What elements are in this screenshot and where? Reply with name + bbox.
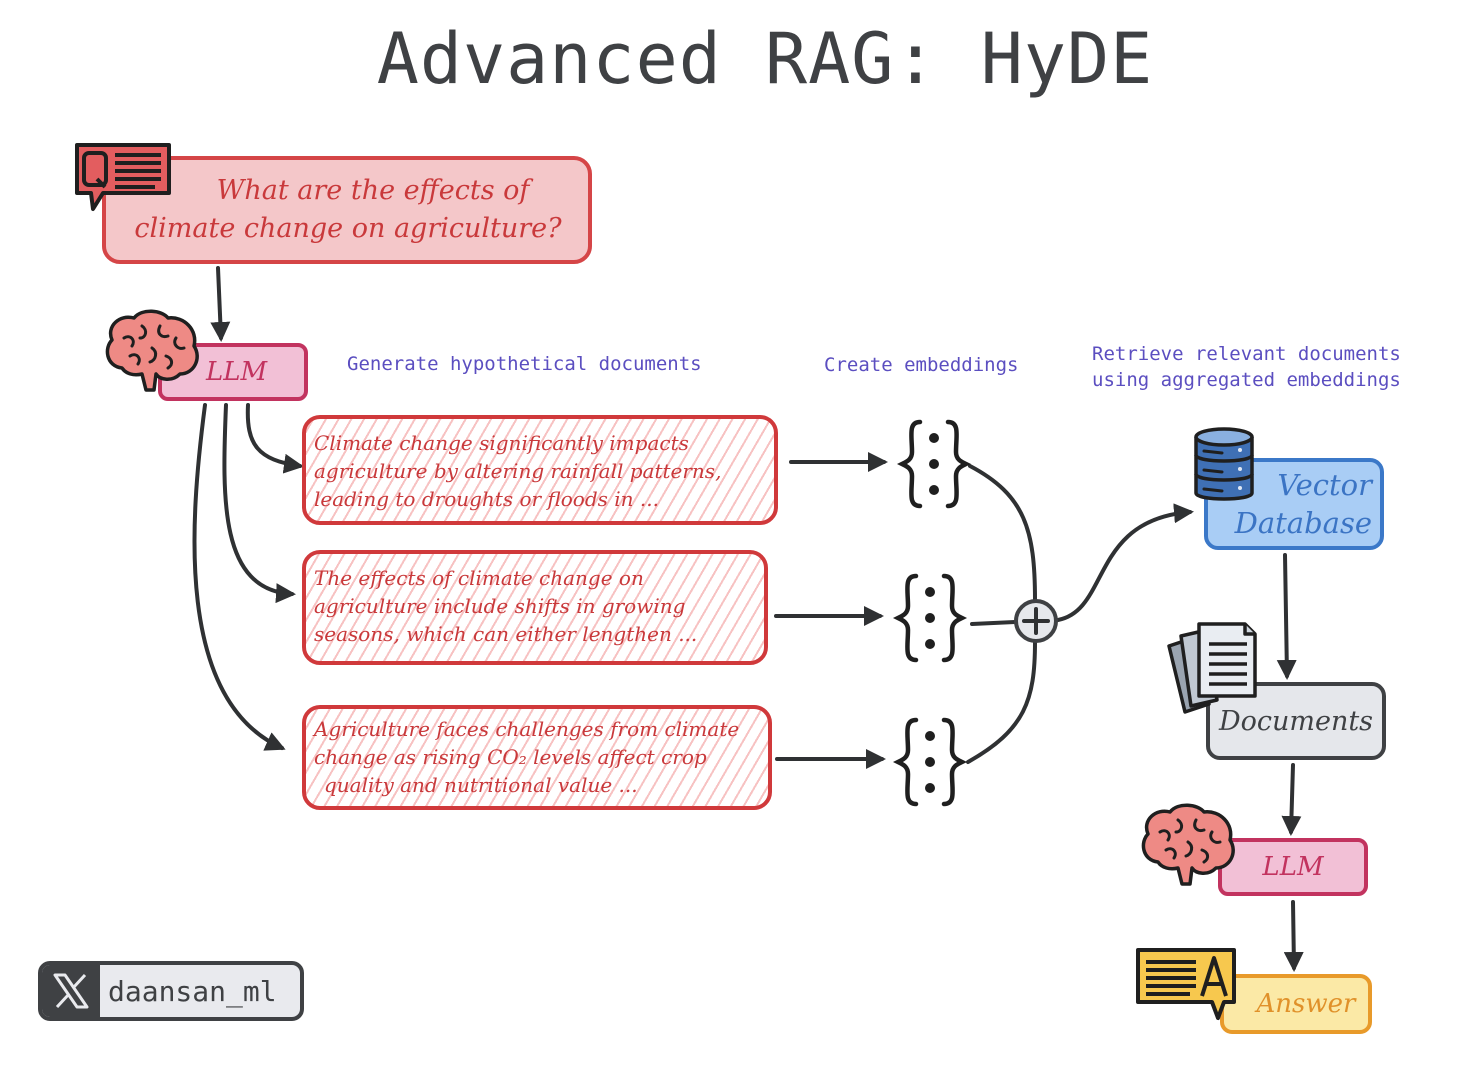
brain-icon	[105, 309, 199, 392]
step-label-retrieve-line-1: Retrieve relevant documents	[1092, 343, 1401, 365]
embedding-vector-icon	[896, 419, 972, 509]
arrow-docs-to-llm	[1281, 763, 1302, 836]
hypothetical-document: Agriculture faces challenges from climat…	[302, 705, 772, 810]
hypothetical-document-line: Climate change significantly impacts	[314, 431, 689, 455]
database-icon	[1194, 427, 1254, 501]
retrieved-documents-label: Documents	[1218, 705, 1374, 737]
arrow-plus-to-vdb	[1056, 503, 1194, 622]
hypothetical-document-line: leading to droughts or floods in ...	[314, 487, 659, 511]
arrow-llm-to-hyp2	[222, 403, 296, 604]
llm-generator-label: LLM	[206, 357, 268, 387]
x-logo-icon	[42, 965, 100, 1017]
arrow-llm-to-hyp3	[192, 403, 286, 751]
step-label-embed: Create embeddings	[824, 354, 1019, 376]
vector-database-line-2: Database	[1234, 506, 1372, 540]
answer-bubble-icon	[1136, 948, 1236, 1020]
vector-database-line-1: Vector	[1277, 468, 1372, 502]
arrow-vdb-to-docs	[1276, 553, 1297, 680]
answer-box: Answer	[1220, 974, 1372, 1034]
hypothetical-document-line: agriculture by altering rainfall pattern…	[314, 459, 722, 483]
hypothetical-document: The effects of climate change on agricul…	[302, 550, 768, 665]
llm-answer-label: LLM	[1262, 852, 1324, 882]
hypothetical-document-line: change as rising CO₂ levels affect crop	[314, 745, 707, 769]
llm-answer-box: LLM	[1218, 838, 1368, 896]
user-query-box: What are the effects of climate change o…	[102, 156, 592, 264]
author-badge[interactable]: daansan_ml	[38, 961, 304, 1021]
query-line-2: climate change on agriculture?	[134, 213, 562, 244]
page-title: Advanced RAG: HyDE	[376, 18, 1154, 100]
step-label-retrieve: Retrieve relevant documents using aggreg…	[1092, 341, 1401, 393]
arrow-llm-to-hyp1	[245, 403, 304, 474]
plus-circle-icon	[1014, 599, 1058, 643]
hypothetical-document-line: The effects of climate change on	[314, 566, 644, 590]
question-bubble-icon	[75, 143, 171, 211]
line-emb2-to-plus	[970, 620, 1017, 626]
embedding-vector-icon	[892, 573, 968, 663]
step-label-generate: Generate hypothetical documents	[347, 353, 702, 375]
documents-stack-icon	[1167, 622, 1257, 714]
hypothetical-document-line: seasons, which can either lengthen ...	[314, 622, 698, 646]
arrow-llm-to-answer	[1283, 900, 1304, 972]
author-handle[interactable]: daansan_ml	[108, 974, 277, 1008]
hypothetical-document-line: quality and nutritional value ...	[324, 773, 638, 797]
hypothetical-document-line: Agriculture faces challenges from climat…	[314, 717, 740, 741]
hypothetical-document: Climate change significantly impacts agr…	[302, 415, 778, 525]
query-line-1: What are the effects of	[216, 175, 530, 206]
arrow-query-to-llm	[210, 266, 231, 342]
line-emb3-to-plus	[966, 640, 1037, 764]
brain-icon	[1141, 803, 1235, 886]
line-emb1-to-plus	[968, 464, 1037, 602]
step-label-retrieve-line-2: using aggregated embeddings	[1092, 369, 1401, 391]
hypothetical-document-line: agriculture include shifts in growing	[314, 594, 686, 618]
answer-label: Answer	[1256, 989, 1356, 1019]
embedding-vector-icon	[892, 717, 968, 807]
